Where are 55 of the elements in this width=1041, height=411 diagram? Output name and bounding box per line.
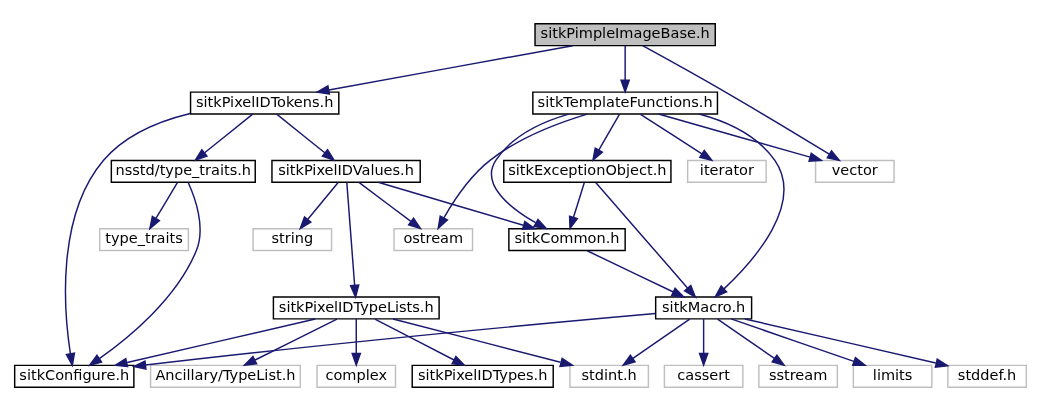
node-box: sitkPixelIDTypes.h xyxy=(411,364,554,388)
node-box: sitkExceptionObject.h xyxy=(503,159,672,183)
node-box: stddef.h xyxy=(947,364,1028,388)
node-box: type_traits xyxy=(99,228,190,252)
arrow xyxy=(591,113,621,163)
arrow xyxy=(193,113,254,162)
node-box: sstream xyxy=(758,364,839,388)
arrow xyxy=(639,113,714,162)
arrow xyxy=(620,45,631,95)
node-box: limits xyxy=(852,364,933,388)
arrow xyxy=(621,318,691,367)
node-box: sitkPixelIDValues.h xyxy=(271,159,421,183)
arrow xyxy=(437,113,588,231)
arrow xyxy=(346,181,360,300)
arrow xyxy=(113,318,316,368)
arrow xyxy=(374,318,467,367)
arrow xyxy=(315,44,574,95)
arrow xyxy=(377,181,537,231)
node-box: sitkPimpleImageBase.h xyxy=(534,23,716,47)
node-box: sitkTemplateFunctions.h xyxy=(532,91,719,115)
node-box: cassert xyxy=(663,364,744,388)
node-box: sitkMacro.h xyxy=(654,296,753,320)
node-box: iterator xyxy=(686,159,767,183)
arrow xyxy=(87,181,201,367)
arrow xyxy=(275,113,336,162)
node-box: sitkConfigure.h xyxy=(13,364,135,388)
arrow xyxy=(586,250,686,298)
arrow xyxy=(568,181,586,231)
node-box: complex xyxy=(316,364,397,388)
arrow xyxy=(716,318,786,367)
arrow xyxy=(298,181,339,231)
node-box: sitkCommon.h xyxy=(508,228,626,252)
node-box: sitkPixelIDTokens.h xyxy=(189,91,340,115)
node-box: ostream xyxy=(393,228,474,252)
node-box: string xyxy=(252,228,333,252)
node-box: nsstd/type_traits.h xyxy=(110,159,256,183)
arrow xyxy=(657,113,824,162)
arrow xyxy=(351,318,362,368)
arrow xyxy=(490,113,570,230)
node-box: sitkPixelIDTypeLists.h xyxy=(272,296,440,320)
arrow xyxy=(641,44,842,162)
node-box: vector xyxy=(814,159,895,183)
arrow xyxy=(730,318,868,367)
node-box: stdint.h xyxy=(569,364,650,388)
arrow xyxy=(392,318,575,368)
arrow xyxy=(358,181,423,230)
arrow xyxy=(242,318,338,367)
arrow xyxy=(698,318,709,368)
arrow xyxy=(131,312,657,371)
arrow xyxy=(698,113,785,299)
arrow xyxy=(595,181,697,299)
arrow xyxy=(744,318,950,368)
node-box: Ancillary/TypeList.h xyxy=(149,364,302,388)
arrow xyxy=(64,112,191,368)
arrow xyxy=(148,181,179,231)
